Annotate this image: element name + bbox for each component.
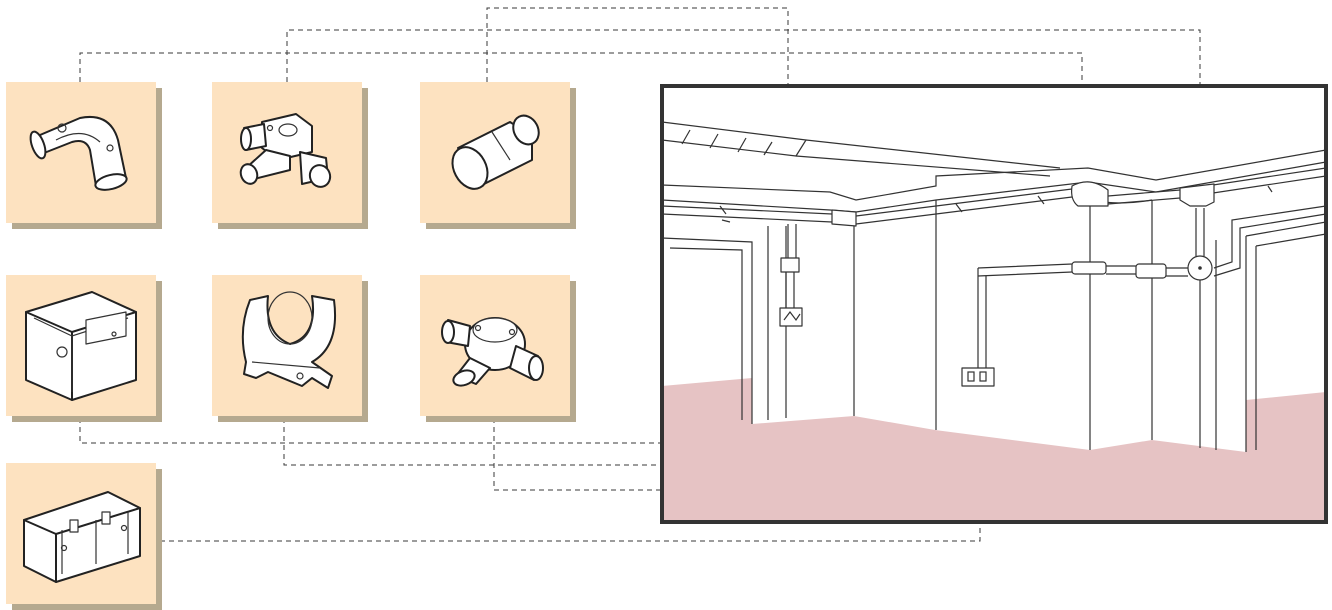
- component-tile-back-box[interactable]: [6, 275, 162, 422]
- three-way-junction-box-icon: [441, 317, 544, 387]
- conduit-coupler-icon: [451, 114, 540, 190]
- conduit-tee-box-icon: [239, 113, 332, 188]
- component-tile-saddle-clip[interactable]: [212, 275, 368, 422]
- double-socket-in-scene: [961, 367, 995, 387]
- room-conduit-installation-scene: [660, 84, 1328, 524]
- double-back-box-icon: [23, 491, 141, 583]
- component-tile-tee[interactable]: [212, 82, 368, 229]
- component-tile-coupler[interactable]: [420, 82, 576, 229]
- conduit-elbow-icon: [29, 116, 128, 191]
- component-tile-double-back-box[interactable]: [6, 463, 162, 610]
- floor: [662, 378, 1326, 522]
- component-tile-elbow[interactable]: [6, 82, 162, 229]
- leader-coupler: [486, 7, 789, 260]
- conduit-saddle-clip-icon: [241, 291, 336, 389]
- switch-box-in-scene: [779, 307, 803, 327]
- surface-back-box-icon: [25, 291, 137, 401]
- leader-double-back-box: [160, 385, 981, 542]
- scene-frame: [660, 84, 1328, 524]
- component-tile-three-way-box[interactable]: [420, 275, 576, 422]
